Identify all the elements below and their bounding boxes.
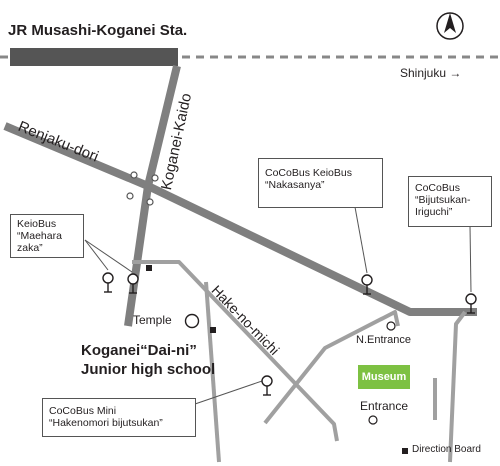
station-block: [10, 48, 178, 66]
callout-hakenomori: CoCoBus Mini “Hakenomori bijutsukan”: [42, 398, 196, 437]
direction-board-icon: [402, 448, 408, 454]
temple-marker: [184, 313, 200, 329]
road-museum-east: [448, 310, 467, 463]
callout-line: “Nakasanya”: [265, 179, 325, 191]
bus-stop-icon: [261, 375, 273, 396]
callout-line: CoCoBus KeioBus: [265, 167, 352, 179]
callout-line: KeioBus: [17, 218, 57, 230]
legend-direction-board-label: Direction Board: [412, 444, 481, 455]
station-label: JR Musashi-Koganei Sta.: [8, 22, 188, 39]
callout-line: Iriguchi”: [415, 206, 453, 218]
north-entrance-label: N.Entrance: [356, 334, 412, 346]
road-hake-no-michi: [132, 260, 339, 442]
bus-stop-icon: [127, 273, 139, 294]
bus-stop-icon: [102, 272, 114, 293]
callout-bijutsukan-iriguchi: CoCoBus “Bijutsukan- Iriguchi”: [408, 176, 492, 227]
callout-nakasanya: CoCoBus KeioBus “Nakasanya”: [258, 158, 383, 208]
north-entrance-marker: [386, 321, 396, 331]
entrance-label: Entrance: [360, 399, 409, 413]
road-renjaku-dori: [3, 122, 477, 316]
intersection-markers: [126, 171, 159, 206]
direction-board-icon: [210, 327, 216, 333]
bus-stop-icon: [465, 293, 477, 314]
callout-line: CoCoBus Mini: [49, 405, 117, 417]
callout-line: “Bijutsukan-: [415, 194, 471, 206]
museum-building: Museum: [358, 365, 410, 389]
school-label-line2: Junior high school: [81, 361, 216, 378]
callout-line: “Hakenomori bijutsukan”: [49, 417, 163, 429]
callout-maeharazaka: KeioBus “Maehara zaka”: [10, 214, 84, 258]
callout-line: “Maehara: [17, 230, 62, 242]
entrance-marker: [368, 415, 378, 425]
direction-board-icon: [146, 265, 152, 271]
road-temple-lane: [204, 281, 221, 463]
bus-stop-icon: [361, 274, 373, 295]
shinjuku-direction-label: Shinjuku →: [400, 66, 462, 80]
road-museum-west: [263, 310, 400, 425]
callout-leaders: [84, 206, 472, 405]
callout-line: CoCoBus: [415, 182, 460, 194]
north-arrow-icon: [436, 12, 464, 40]
callout-line: zaka”: [17, 242, 43, 254]
school-label-line1: Koganei“Dai-ni”: [81, 342, 197, 359]
temple-label: Temple: [133, 313, 172, 327]
